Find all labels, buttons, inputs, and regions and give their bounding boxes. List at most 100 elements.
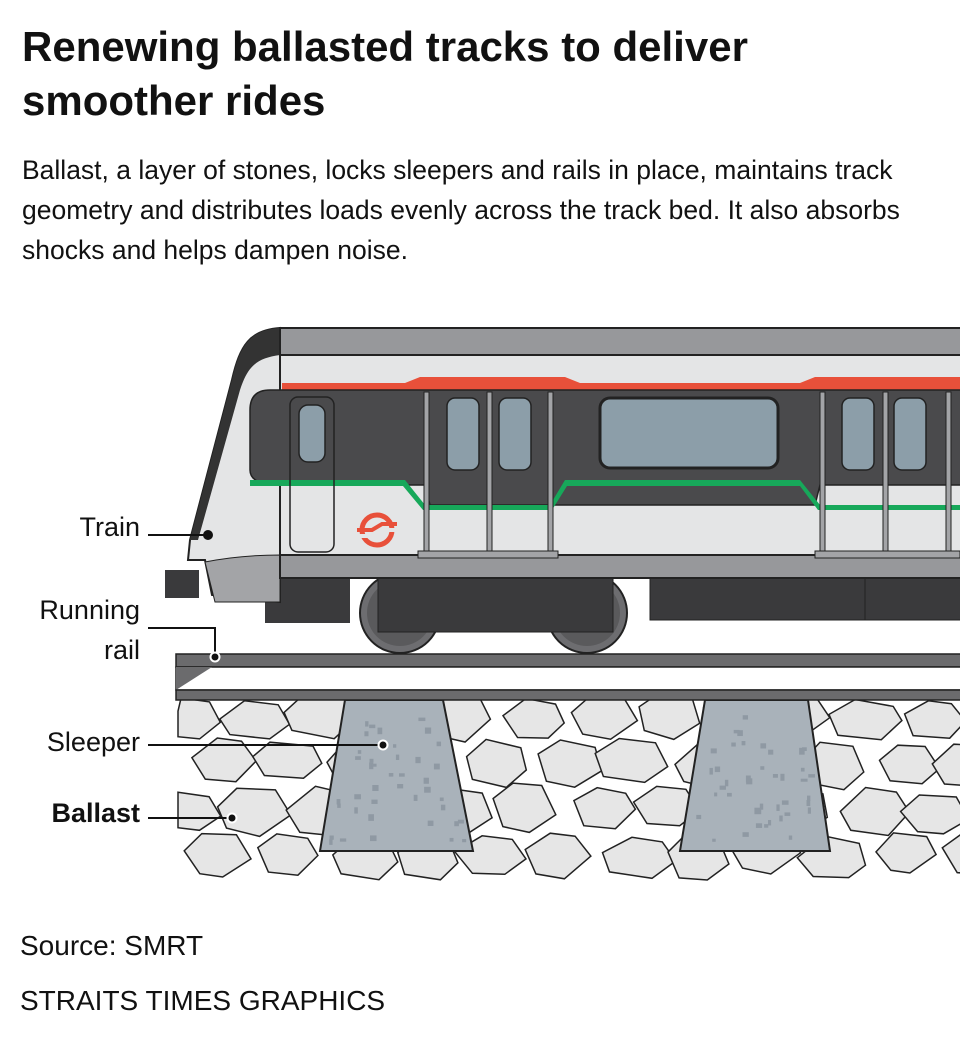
label-ballast: Ballast [51, 798, 140, 828]
sleeper-speckle [354, 807, 358, 814]
sleeper-speckle [369, 724, 376, 729]
ballast-stone [251, 741, 323, 779]
ballast-stone [931, 743, 960, 786]
source-note: Source: SMRT [20, 930, 204, 961]
sleeper-speckle [696, 814, 702, 820]
ballast-stone [537, 739, 603, 788]
sleeper-speckle [800, 778, 808, 782]
sleeper-speckle [364, 731, 369, 737]
sleeper-speckle [780, 773, 785, 781]
sleeper-speckle [800, 767, 805, 772]
sleeper-speckle [784, 812, 791, 816]
sleeper-speckle [395, 754, 400, 761]
sleeper-speckle [727, 792, 732, 797]
sleeper-speckle [449, 837, 454, 842]
sleeper-speckle [424, 786, 431, 793]
sleeper-speckle [745, 775, 751, 783]
sleeper-speckle [776, 804, 780, 811]
sleeper-speckle [423, 777, 429, 784]
sleeper-speckle [709, 767, 713, 775]
sleeper-speckle [369, 758, 374, 763]
sleeper-speckle [371, 763, 377, 767]
ballast-stone [177, 697, 222, 740]
ballast-stone [878, 744, 941, 785]
label-running-rail-line2: rail [103, 635, 140, 665]
sleeper-speckle [393, 744, 397, 748]
sleeper-speckles [329, 715, 815, 845]
sleeper-speckle [710, 748, 717, 754]
page-title: Renewing ballasted tracks to deliver smo… [22, 23, 748, 124]
sleeper-speckle [768, 749, 774, 755]
label-running-rail-line1: Running [39, 595, 140, 625]
sleeper-2 [678, 699, 832, 852]
sleeper-speckle [355, 756, 361, 760]
sleeper-speckle [772, 774, 778, 778]
ballast-stone [903, 700, 960, 739]
sleeper-speckle [768, 820, 772, 826]
sleeper-speckle [454, 821, 459, 827]
sleeper-speckle [755, 823, 763, 828]
ballast-stone [632, 785, 701, 827]
sleeper-speckle [759, 803, 764, 810]
sleeper-speckle [427, 820, 434, 826]
credit-line: STRAITS TIMES GRAPHICS [20, 985, 386, 1016]
sleeper-speckle [742, 832, 749, 837]
coupler [165, 570, 199, 598]
sleeper-speckle [399, 773, 405, 777]
sleeper-speckle [760, 743, 767, 749]
ballast-stones [177, 689, 960, 881]
ballast-stone [524, 832, 592, 880]
sleeper-speckle [329, 835, 334, 840]
ballast-stone [501, 697, 566, 739]
ballast-stone [594, 737, 669, 784]
ballast-stone [839, 786, 911, 837]
label-train: Train [79, 512, 140, 542]
sleeper-speckle [439, 797, 444, 802]
sleeper-speckle [737, 730, 743, 737]
sleeper-speckle [436, 741, 442, 747]
sleeper-speckle [371, 799, 378, 804]
sleeper-speckle [733, 729, 740, 734]
sleeper-speckle [714, 792, 718, 797]
sleeper-speckle [714, 766, 721, 773]
ballast-stone [218, 699, 291, 740]
sleeper-speckle [377, 727, 383, 735]
ballast-stone [875, 832, 938, 874]
sleeper-speckle [806, 800, 811, 807]
ballast-stone [256, 833, 319, 876]
sleeper-speckle [415, 756, 421, 764]
sleeper-speckle [754, 807, 762, 815]
sleeper-speckle [368, 814, 374, 821]
sleeper-speckle [357, 750, 362, 754]
sleeper-speckle [424, 727, 432, 734]
sleeper-speckle [712, 838, 716, 842]
sleeper-speckle [337, 803, 341, 808]
sleeper-speckle [457, 819, 464, 824]
running-rail [175, 653, 960, 701]
sleeper-speckle [760, 766, 765, 770]
sleeper-speckle [372, 785, 379, 792]
sleeper-speckle [724, 779, 729, 787]
sleeper-speckle [807, 795, 811, 802]
sleeper-speckle [339, 838, 347, 842]
sleeper-speckle [336, 799, 341, 805]
sleeper-speckle [802, 747, 807, 752]
ballast-stone [492, 782, 557, 834]
sleeper-speckle [779, 815, 783, 822]
sleeper-speckle [742, 715, 749, 720]
train [165, 326, 960, 654]
sleeper-speckle [764, 824, 769, 828]
ballast-stone [601, 836, 677, 880]
ballast-stone [899, 794, 960, 835]
sleeper-speckle [418, 717, 426, 722]
sleeper-speckle [413, 794, 418, 801]
sleeper-speckle [329, 839, 333, 845]
smrt-logo-icon [357, 512, 397, 548]
ballast-stone [941, 834, 960, 874]
sleeper-speckle [781, 800, 789, 805]
ballast-stone [190, 737, 258, 783]
ballast-stone [183, 832, 253, 878]
sleeper-speckle [788, 835, 793, 840]
sleeper-speckle [354, 794, 361, 800]
